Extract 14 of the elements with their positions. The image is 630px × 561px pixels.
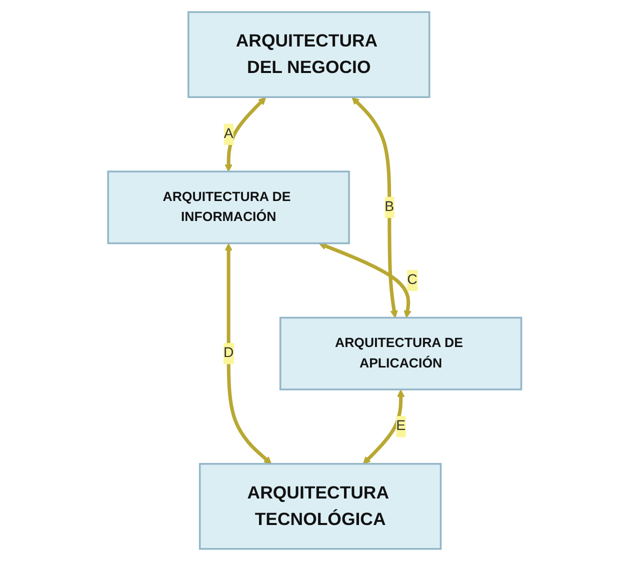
arrow [319,242,412,318]
edge-label: E [396,418,406,434]
node-box: ARQUITECTURA DE APLICACIÓN [280,316,522,390]
node-box: ARQUITECTURA DE INFORMACIÓN [108,170,350,244]
node-box: ARQUITECTURA DEL NEGOCIO [188,11,431,98]
edge-label: A [224,126,234,142]
arrow [224,97,266,172]
arrow [363,389,406,464]
arrow [224,243,272,464]
node-box: ARQUITECTURA TECNOLÓGICA [199,462,442,550]
edge-label: C [407,272,418,288]
edge-label: D [224,346,234,361]
edge-label: B [384,199,394,214]
arrow [352,97,398,318]
